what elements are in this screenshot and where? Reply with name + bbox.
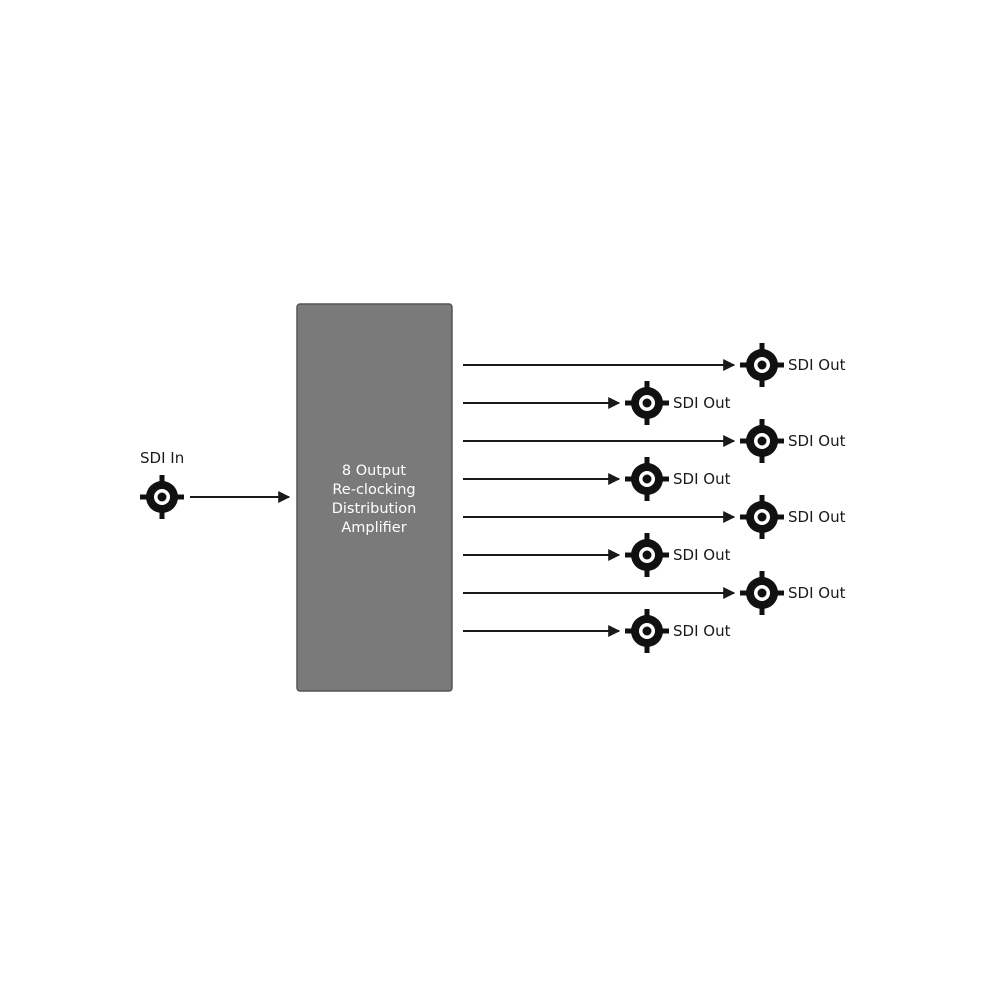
- bnc-connector-icon: [740, 343, 784, 387]
- sdi-out-label: SDI Out: [673, 470, 731, 488]
- sdi-out-label: SDI Out: [788, 584, 846, 602]
- sdi-out-label: SDI Out: [788, 432, 846, 450]
- bnc-connector-icon: [625, 533, 669, 577]
- amplifier-title-line: Distribution: [332, 501, 417, 517]
- amplifier-title-line: Re-clocking: [332, 482, 415, 498]
- bnc-connector-icon: [140, 475, 184, 519]
- bnc-connector-icon: [625, 609, 669, 653]
- sdi-out-label: SDI Out: [788, 508, 846, 526]
- sdi-in-label: SDI In: [140, 449, 184, 467]
- sdi-out-label: SDI Out: [788, 356, 846, 374]
- amplifier-title-line: Amplifier: [341, 520, 406, 536]
- bnc-connector-icon: [740, 495, 784, 539]
- distribution-amplifier-box: [296, 303, 453, 692]
- bnc-connector-icon: [740, 571, 784, 615]
- sdi-out-label: SDI Out: [673, 546, 731, 564]
- sdi-out-label: SDI Out: [673, 622, 731, 640]
- bnc-connector-icon: [625, 381, 669, 425]
- amplifier-title: 8 Output Re-clocking Distribution Amplif…: [332, 463, 417, 536]
- sdi-out-label: SDI Out: [673, 394, 731, 412]
- amplifier-title-line: 8 Output: [342, 463, 407, 479]
- bnc-connector-icon: [740, 419, 784, 463]
- bnc-connector-icon: [625, 457, 669, 501]
